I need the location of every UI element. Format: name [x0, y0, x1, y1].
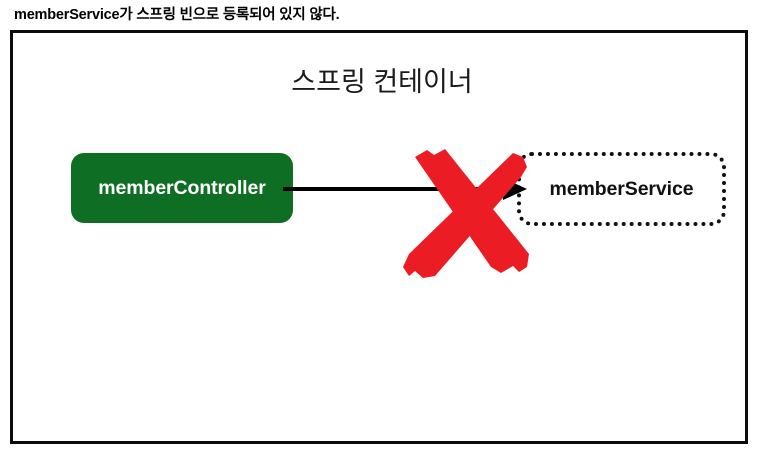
spring-container-title: 스프링 컨테이너 [291, 67, 473, 97]
bean-label-member-controller: memberController [98, 176, 266, 199]
diagram-frame: 스프링 컨테이너 memberController memberService [10, 30, 748, 444]
caption-text: memberService가 스프링 빈으로 등록되어 있지 않다. [14, 7, 340, 23]
cross-out-icon [403, 149, 529, 278]
bean-node-member-controller: memberController [71, 153, 293, 223]
bean-label-member-service: memberService [549, 177, 694, 200]
bean-node-member-service: memberService [517, 152, 726, 226]
red-x-mark [401, 121, 536, 286]
